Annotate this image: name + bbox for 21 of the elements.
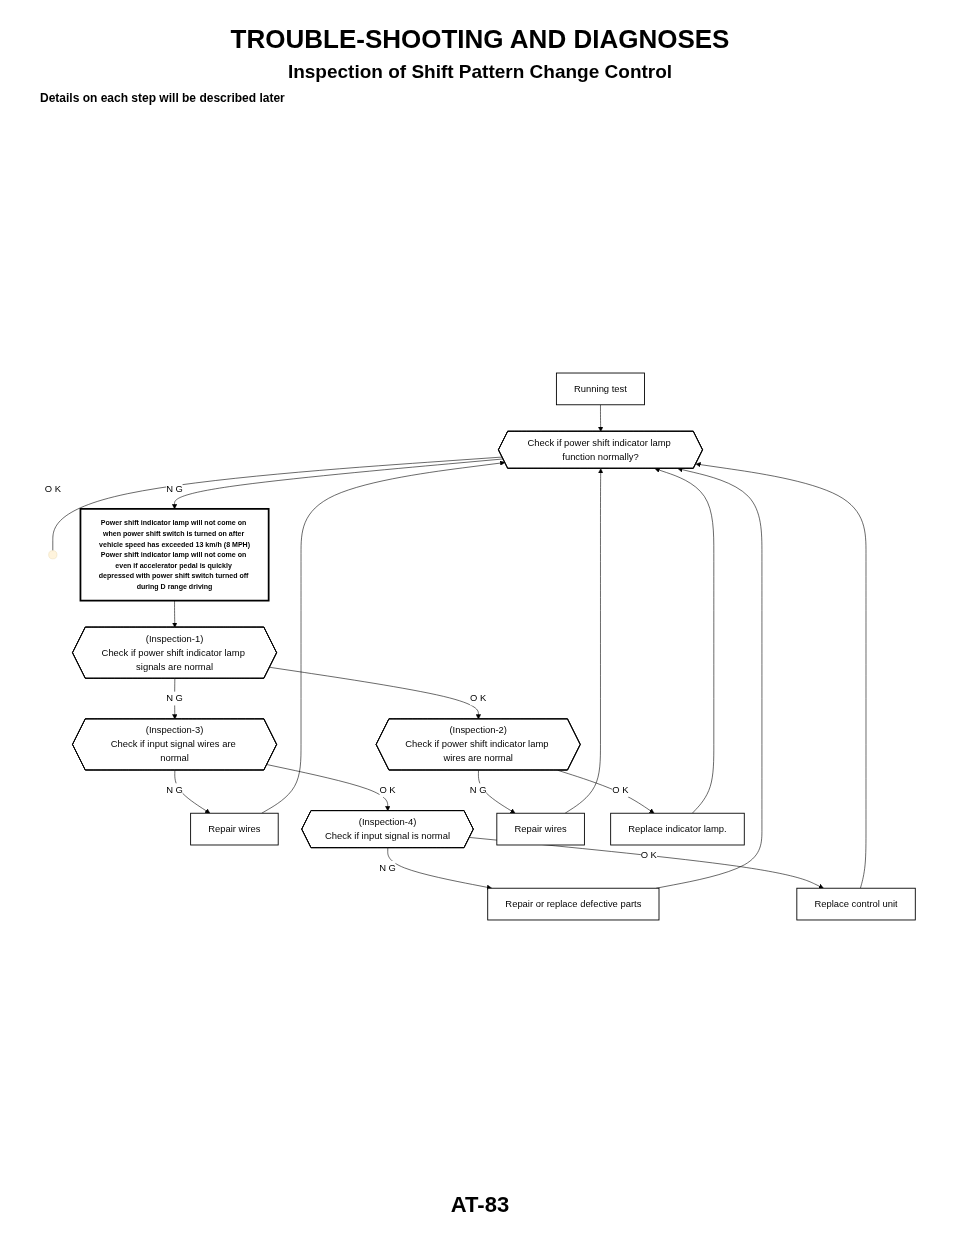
- node-box: Repair wires: [190, 812, 279, 846]
- node-box: Replace indicator lamp.: [610, 812, 745, 846]
- edge-label: O K: [470, 693, 487, 704]
- node-box: Running test: [555, 372, 645, 406]
- edge-label: N G: [469, 785, 487, 795]
- node-circle: [48, 550, 58, 560]
- page-title: TROUBLE-SHOOTING AND DIAGNOSES: [230, 24, 730, 55]
- edge-label: N G: [166, 483, 183, 494]
- edge-label: N G: [379, 862, 396, 873]
- section-heading: Inspection of Shift Pattern Change Control: [287, 61, 673, 83]
- note: Details on each step will be described later: [40, 91, 285, 105]
- edge-label: O K: [379, 785, 396, 795]
- edge-label: O K: [640, 849, 657, 860]
- edge-label: O K: [612, 785, 629, 795]
- node-box: Replace control unit: [796, 887, 916, 921]
- node-box: Repair or replace defective parts: [487, 887, 660, 921]
- page-number: AT-83: [450, 1192, 510, 1218]
- node-box: Repair wires: [496, 812, 585, 846]
- edge-label: N G: [166, 693, 183, 704]
- edge-label: N G: [166, 785, 183, 795]
- edge-label: O K: [44, 483, 61, 494]
